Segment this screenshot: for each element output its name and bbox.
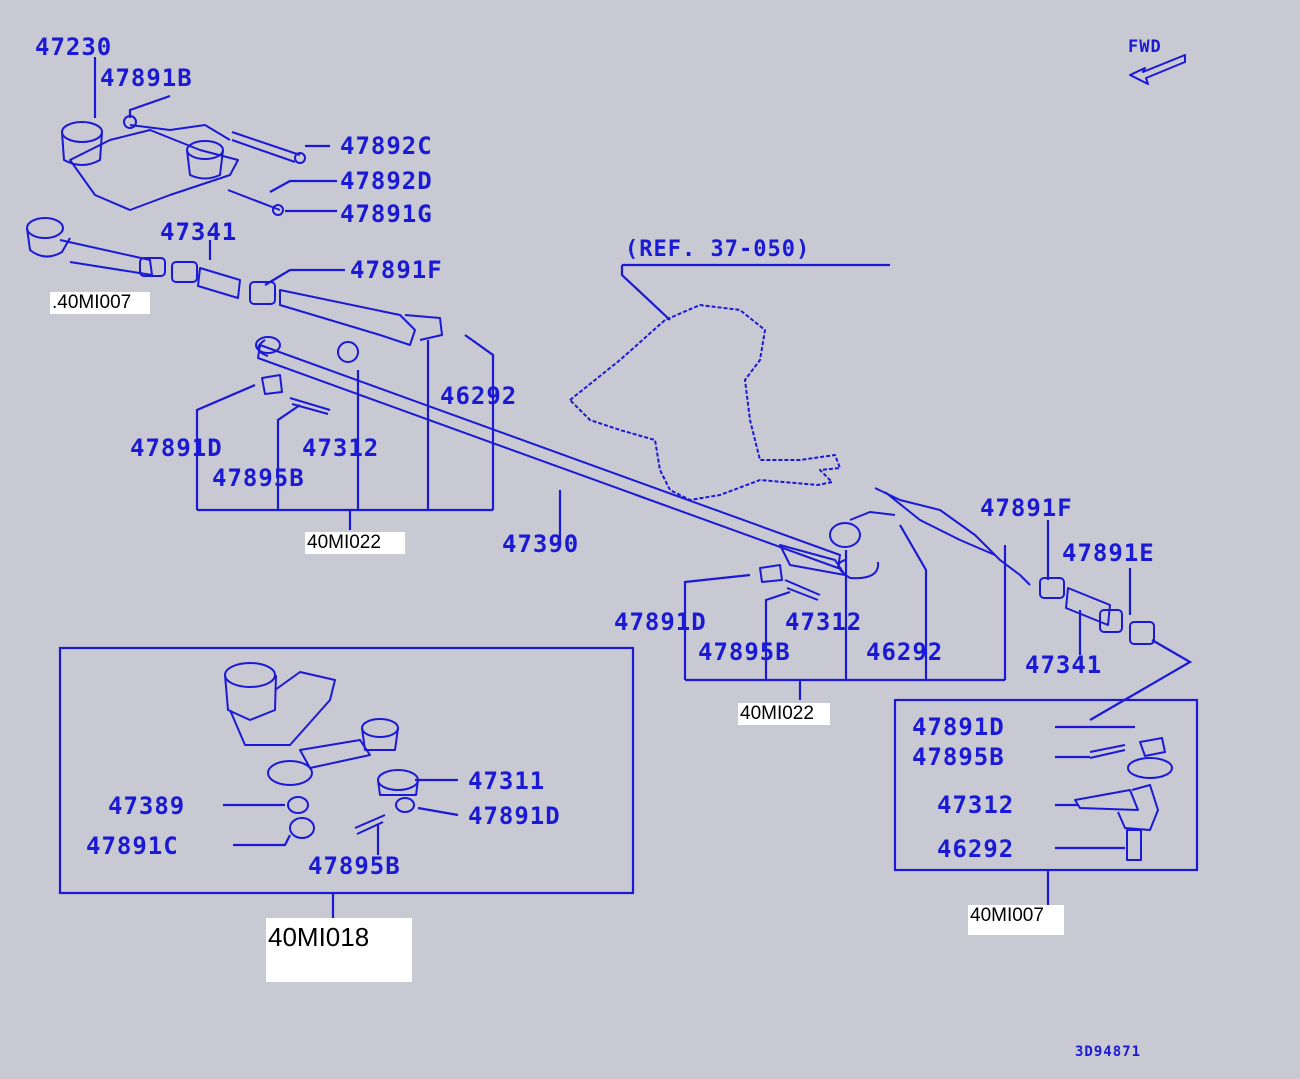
part-label: 46292 [440, 382, 517, 410]
part-label: 47312 [302, 434, 379, 462]
ref-link-40MI007-right[interactable]: 40MI007 [968, 905, 1064, 935]
part-label: 46292 [937, 835, 1014, 863]
part-label: 47895B [698, 638, 791, 666]
drawing-id: 3D94871 [1075, 1044, 1141, 1060]
part-label: 47341 [160, 218, 237, 246]
part-label: 47895B [308, 852, 401, 880]
part-label: 47389 [108, 792, 185, 820]
part-label: 47390 [502, 530, 579, 558]
part-label: 47892D [340, 167, 433, 195]
part-label: 47891D [614, 608, 707, 636]
part-label: 47895B [912, 743, 1005, 771]
detail-right-parts [1055, 725, 1173, 861]
part-labels: 47230 47891B 47892C 47892D 47891G 47341 … [35, 33, 1155, 1060]
tie-rod-end-left [26, 217, 443, 363]
fwd-arrow-icon [1129, 54, 1186, 85]
part-label: 47891D [912, 713, 1005, 741]
ref-link-40MI018[interactable]: 40MI018 [266, 918, 412, 982]
detail-box-right [893, 698, 1199, 872]
part-label: 47895B [212, 464, 305, 492]
part-label: 47891F [350, 256, 443, 284]
ref-link-40MI022-mid[interactable]: 40MI022 [738, 703, 830, 725]
part-label: 46292 [866, 638, 943, 666]
part-label: 47341 [1025, 651, 1102, 679]
detail-left-parts [223, 662, 459, 855]
part-label: 47891E [1062, 539, 1155, 567]
steering-gearbox-outline [569, 304, 841, 501]
ref-link-40MI022-left[interactable]: 40MI022 [305, 532, 405, 554]
detail-box-left [58, 646, 635, 895]
part-label: 47891C [86, 832, 179, 860]
part-label: 47230 [35, 33, 112, 61]
fwd-label: FWD [1128, 37, 1162, 57]
part-label: 47312 [785, 608, 862, 636]
reference-note: (REF. 37-050) [625, 237, 810, 262]
part-label: 47312 [937, 791, 1014, 819]
part-label: 47891F [980, 494, 1073, 522]
ref-link-40MI007-left[interactable]: .40MI007 [50, 292, 150, 314]
part-label: 47891D [468, 802, 561, 830]
part-label: 47891D [130, 434, 223, 462]
part-label: 47311 [468, 767, 545, 795]
part-label: 47891B [100, 64, 193, 92]
idler-arm-assembly-upper [61, 115, 306, 216]
part-label: 47891G [340, 200, 433, 228]
part-label: 47892C [340, 132, 433, 160]
right-linkage [759, 487, 1155, 645]
